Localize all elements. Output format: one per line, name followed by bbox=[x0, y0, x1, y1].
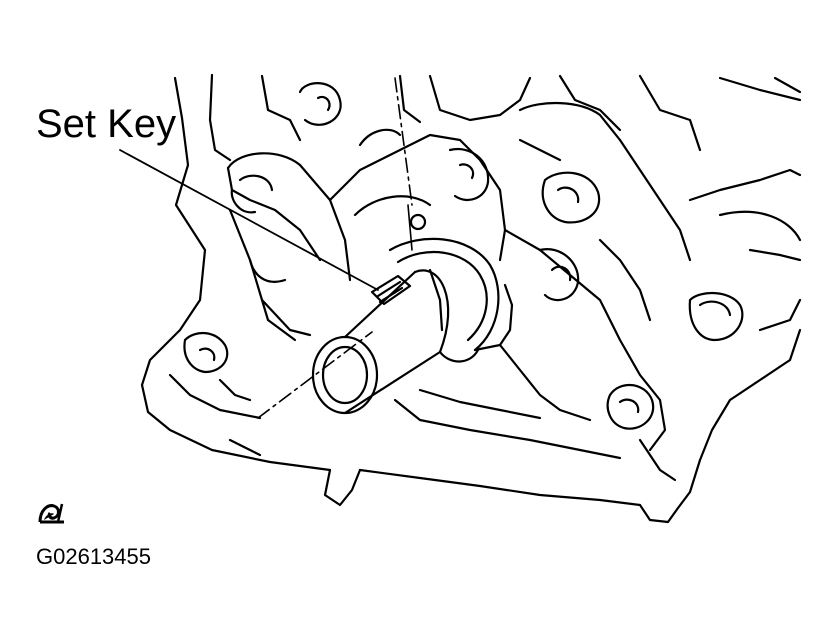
center-line bbox=[257, 77, 413, 419]
shaft-assembly bbox=[311, 237, 514, 415]
housing bbox=[218, 102, 692, 482]
set-key-label: Set Key bbox=[36, 102, 177, 146]
callout-leader-line bbox=[119, 149, 379, 291]
figure-code: G02613455 bbox=[36, 544, 151, 569]
left-boss bbox=[168, 152, 352, 420]
block-outline bbox=[140, 73, 802, 524]
snail-mark-icon bbox=[38, 503, 64, 524]
center-line-vertical bbox=[407, 204, 413, 251]
dowel-pin bbox=[409, 213, 427, 231]
